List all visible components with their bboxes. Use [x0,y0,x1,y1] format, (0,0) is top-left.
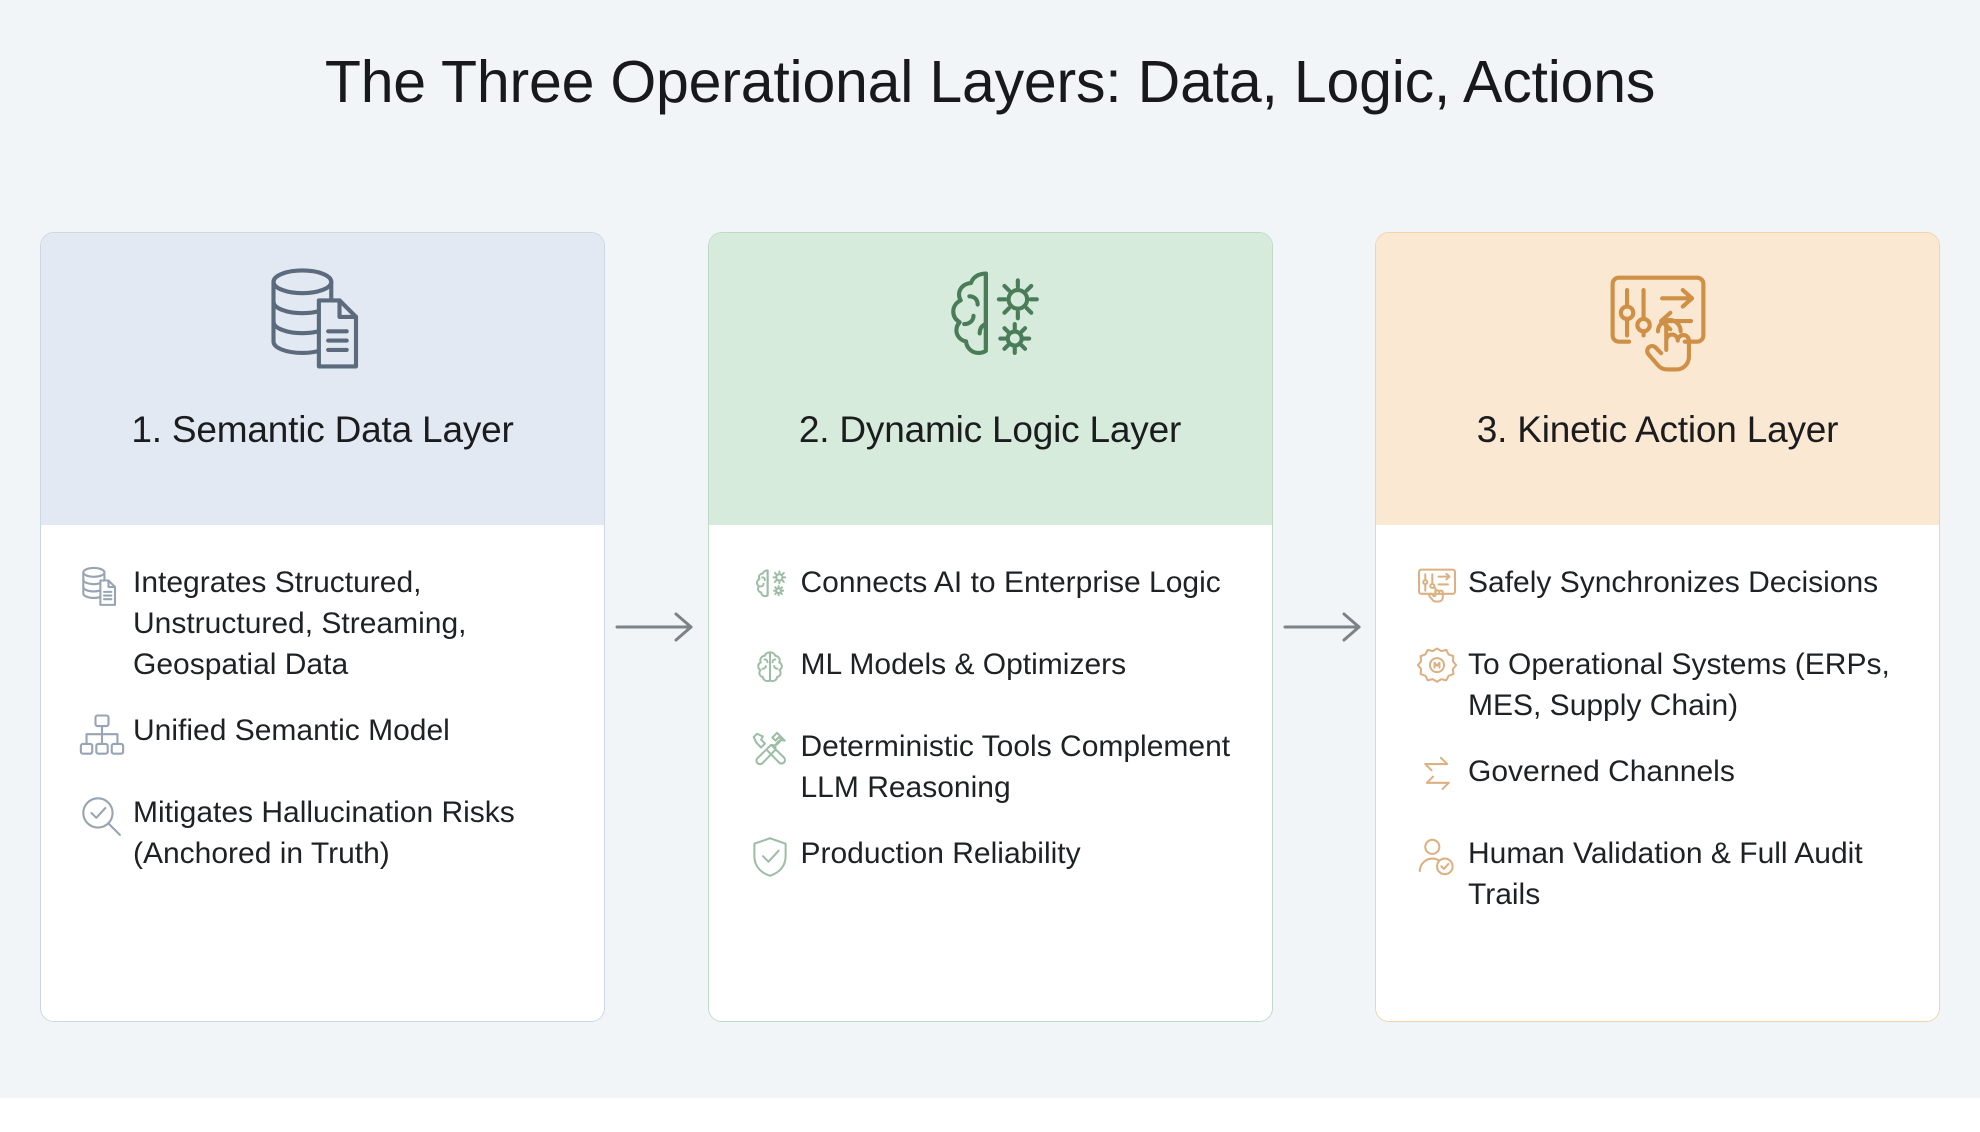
database-document-icon [257,255,389,387]
card-body-2: Connects AI to Enterprise Logic ML Model… [708,525,1272,1021]
feature-item: ML Models & Optimizers [739,641,1242,701]
brain-icon [739,641,801,701]
card-title-1: 1. Semantic Data Layer [131,409,514,450]
page-title: The Three Operational Layers: Data, Logi… [324,49,1656,115]
feature-item: Human Validation & Full Audit Trails [1406,830,1909,915]
feature-item: To Operational Systems (ERPs, MES, Suppl… [1406,641,1909,726]
feature-item: Unified Semantic Model [71,707,574,767]
magnifier-check-icon [71,789,133,849]
brain-gears-icon [924,255,1056,387]
feature-label: Integrates Structured, Unstructured, Str… [133,566,467,681]
feature-label: Human Validation & Full Audit Trails [1468,837,1863,911]
sitemap-hierarchy-icon [71,707,133,767]
database-document-icon [71,559,133,619]
card-body-1: Integrates Structured, Unstructured, Str… [41,525,604,1021]
card-header-3: 3. Kinetic Action Layer [1376,233,1939,525]
bottom-white-strip [0,1098,1980,1132]
gear-settings-icon [1406,641,1468,701]
control-panel-hand-icon [1406,559,1468,619]
arrow-right-icon [1283,612,1361,642]
card-kinetic-action-layer[interactable]: 3. Kinetic Action Layer Safe [1375,232,1940,1022]
card-title-3: 3. Kinetic Action Layer [1476,409,1839,450]
feature-item: Mitigates Hallucination Risks (Anchored … [71,789,574,874]
card-title-2: 2. Dynamic Logic Layer [798,409,1182,450]
tools-wrench-screwdriver-icon [739,723,801,783]
feature-label: Deterministic Tools Complement LLM Reaso… [800,730,1231,804]
feature-label: To Operational Systems (ERPs, MES, Suppl… [1468,648,1890,722]
feature-item: Safely Synchronizes Decisions [1406,559,1909,619]
card-header-1: 1. Semantic Data Layer [41,233,604,525]
feature-item: Connects AI to Enterprise Logic [739,559,1242,619]
feature-label: Production Reliability [800,837,1081,870]
arrow-2-to-3 [1273,232,1376,1022]
arrow-1-to-2 [605,232,708,1022]
card-semantic-data-layer[interactable]: 1. Semantic Data Layer [40,232,605,1022]
feature-item: Integrates Structured, Unstructured, Str… [71,559,574,685]
control-panel-hand-icon [1592,255,1724,387]
feature-item: Production Reliability [739,830,1242,890]
exchange-arrows-icon [1406,748,1468,808]
feature-label: Safely Synchronizes Decisions [1468,566,1879,599]
card-header-2: 2. Dynamic Logic Layer [708,233,1272,525]
shield-check-icon [739,830,801,890]
brain-gears-icon [739,559,801,619]
card-dynamic-logic-layer[interactable]: 2. Dynamic Logic Layer [707,232,1273,1022]
feature-item: Deterministic Tools Complement LLM Reaso… [739,723,1242,808]
layers-row: 1. Semantic Data Layer [40,232,1940,1022]
card-body-3: Safely Synchronizes Decisions To Operati… [1376,525,1939,1021]
arrow-right-icon [615,612,693,642]
feature-label: Mitigates Hallucination Risks (Anchored … [133,796,515,870]
feature-label: Unified Semantic Model [133,714,450,747]
feature-label: ML Models & Optimizers [800,648,1127,681]
feature-item: Governed Channels [1406,748,1909,808]
diagram-canvas: The Three Operational Layers: Data, Logi… [0,0,1980,1098]
feature-label: Governed Channels [1468,755,1735,788]
feature-label: Connects AI to Enterprise Logic [800,566,1221,599]
user-check-icon [1406,830,1468,890]
